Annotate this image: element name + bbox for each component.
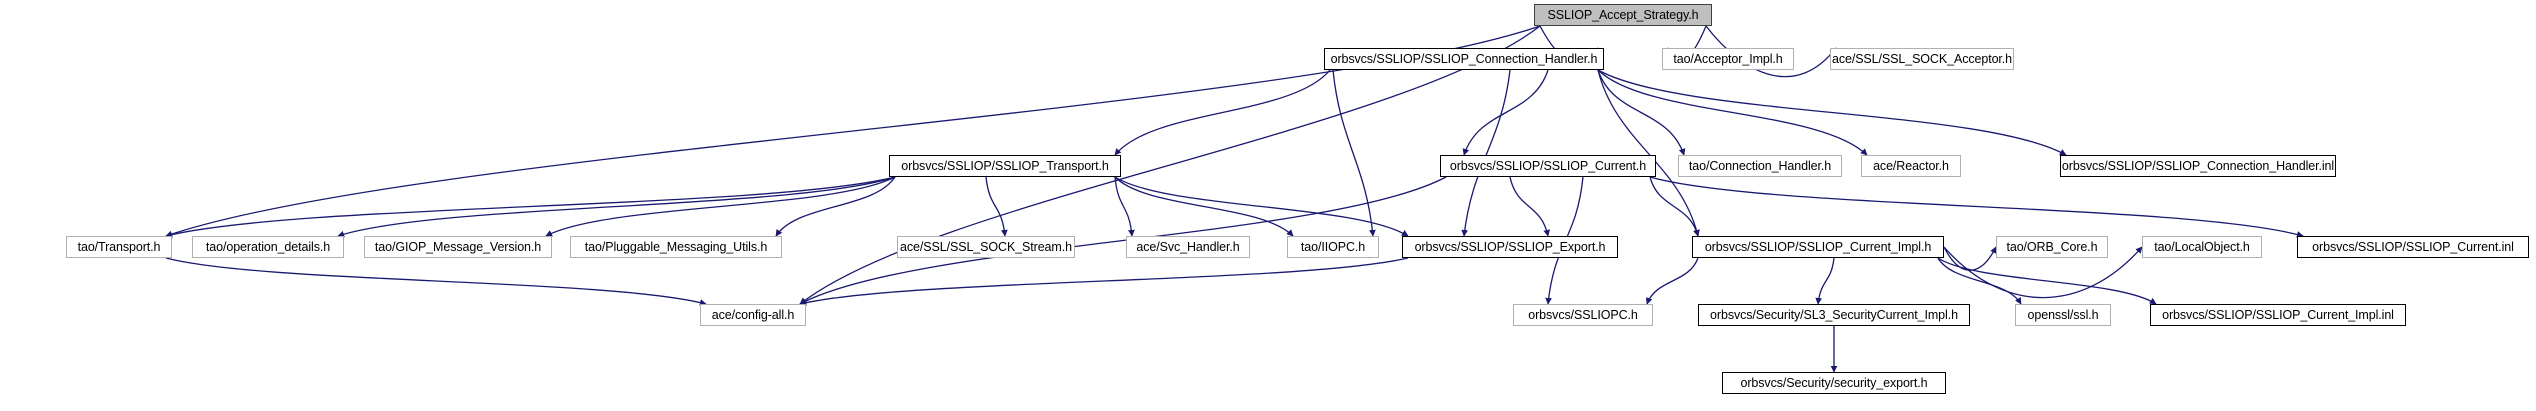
graph-edge: [165, 176, 896, 238]
graph-node-n6[interactable]: tao/Connection_Handler.h: [1678, 155, 1842, 177]
graph-node-n0[interactable]: SSLIOP_Accept_Strategy.h: [1534, 4, 1712, 26]
graph-node-n18[interactable]: tao/ORB_Core.h: [1996, 236, 2108, 258]
graph-node-n17[interactable]: orbsvcs/SSLIOP/SSLIOP_Current_Impl.h: [1692, 236, 1944, 258]
graph-edge: [1461, 69, 1511, 237]
graph-node-label: ace/Svc_Handler.h: [1136, 239, 1240, 254]
graph-edge: [985, 176, 1008, 237]
graph-edge: [1937, 257, 2157, 305]
graph-node-n21[interactable]: ace/config-all.h: [700, 304, 806, 326]
graph-node-n22[interactable]: orbsvcs/SSLIOPC.h: [1513, 304, 1653, 326]
graph-edge: [1943, 246, 2143, 299]
graph-node-label: tao/Pluggable_Messaging_Utils.h: [584, 239, 768, 254]
graph-edge: [1597, 69, 1700, 237]
graph-node-label: orbsvcs/SSLIOP/SSLIOP_Transport.h: [901, 158, 1109, 173]
graph-node-n2[interactable]: tao/Acceptor_Impl.h: [1662, 48, 1794, 70]
graph-edge: [1597, 69, 1868, 156]
graph-edge: [1332, 69, 1376, 237]
graph-edge: [1937, 257, 2022, 305]
graph-edge: [1649, 176, 2304, 238]
graph-node-label: orbsvcs/SSLIOP/SSLIOP_Connection_Handler…: [2061, 158, 2335, 173]
graph-edge: [1114, 69, 1331, 156]
graph-edge: [1597, 69, 2067, 156]
graph-node-n24[interactable]: openssl/ssl.h: [2015, 304, 2111, 326]
graph-edge: [799, 176, 1447, 305]
graph-node-n20[interactable]: orbsvcs/SSLIOP/SSLIOP_Current.inl: [2297, 236, 2529, 258]
graph-edge: [165, 257, 707, 306]
graph-edge: [1645, 257, 1699, 305]
graph-edge: [1943, 246, 1997, 271]
graph-node-label: tao/Transport.h: [77, 239, 161, 254]
graph-node-n16[interactable]: orbsvcs/SSLIOP/SSLIOP_Export.h: [1402, 236, 1618, 258]
graph-node-label: openssl/ssl.h: [2027, 307, 2099, 322]
graph-edge: [1114, 176, 1409, 237]
graph-node-n19[interactable]: tao/LocalObject.h: [2142, 236, 2262, 258]
graph-node-n14[interactable]: ace/Svc_Handler.h: [1126, 236, 1250, 258]
graph-edge: [545, 176, 896, 237]
graph-node-label: orbsvcs/SSLIOP/SSLIOP_Current_Impl.h: [1704, 239, 1932, 254]
graph-node-label: tao/Connection_Handler.h: [1688, 158, 1832, 173]
graph-node-label: tao/operation_details.h: [205, 239, 331, 254]
graph-node-label: orbsvcs/Security/SL3_SecurityCurrent_Imp…: [1710, 307, 1958, 322]
graph-edge: [337, 176, 896, 238]
graph-node-label: ace/SSL/SSL_SOCK_Acceptor.h: [1831, 51, 2013, 66]
graph-node-n25[interactable]: orbsvcs/SSLIOP/SSLIOP_Current_Impl.inl: [2150, 304, 2406, 326]
graph-node-label: orbsvcs/SSLIOP/SSLIOP_Current.inl: [2312, 239, 2514, 254]
graph-node-label: orbsvcs/SSLIOP/SSLIOP_Connection_Handler…: [1330, 51, 1598, 66]
graph-node-label: ace/config-all.h: [711, 307, 795, 322]
graph-node-label: tao/ORB_Core.h: [2006, 239, 2098, 254]
graph-node-n23[interactable]: orbsvcs/Security/SL3_SecurityCurrent_Imp…: [1698, 304, 1970, 326]
graph-node-label: ace/SSL/SSL_SOCK_Stream.h: [900, 239, 1072, 254]
graph-node-label: orbsvcs/Security/security_export.h: [1740, 375, 1928, 390]
graph-node-n9[interactable]: tao/Transport.h: [66, 236, 172, 258]
graph-node-n1[interactable]: orbsvcs/SSLIOP/SSLIOP_Connection_Handler…: [1324, 48, 1604, 70]
graph-edge: [1114, 176, 1135, 237]
graph-node-label: ace/Reactor.h: [1873, 158, 1949, 173]
graph-node-n3[interactable]: ace/SSL/SSL_SOCK_Acceptor.h: [1830, 48, 2014, 70]
graph-node-n10[interactable]: tao/operation_details.h: [192, 236, 344, 258]
graph-node-label: orbsvcs/SSLIOP/SSLIOP_Current_Impl.inl: [2162, 307, 2394, 322]
graph-node-n5[interactable]: orbsvcs/SSLIOP/SSLIOP_Current.h: [1440, 155, 1656, 177]
graph-node-label: SSLIOP_Accept_Strategy.h: [1547, 7, 1699, 22]
graph-edge: [775, 176, 896, 237]
graph-node-n8[interactable]: orbsvcs/SSLIOP/SSLIOP_Connection_Handler…: [2060, 155, 2336, 177]
graph-edge: [1462, 69, 1549, 156]
graph-node-label: tao/LocalObject.h: [2154, 239, 2250, 254]
graph-edge: [1705, 25, 1837, 78]
graph-edge: [1509, 176, 1551, 237]
graph-edge: [1649, 176, 1700, 237]
graph-node-label: tao/GIOP_Message_Version.h: [374, 239, 542, 254]
graph-edge: [1597, 69, 1686, 156]
graph-node-label: tao/IIOPC.h: [1300, 239, 1366, 254]
graph-node-label: orbsvcs/SSLIOP/SSLIOP_Current.h: [1449, 158, 1647, 173]
graph-node-n26[interactable]: orbsvcs/Security/security_export.h: [1722, 372, 1946, 394]
graph-node-n15[interactable]: tao/IIOPC.h: [1287, 236, 1379, 258]
graph-node-label: orbsvcs/SSLIOP/SSLIOP_Export.h: [1414, 239, 1606, 254]
graph-node-n11[interactable]: tao/GIOP_Message_Version.h: [364, 236, 552, 258]
graph-edge: [1815, 257, 1835, 305]
graph-node-label: orbsvcs/SSLIOPC.h: [1528, 307, 1638, 322]
graph-node-n13[interactable]: ace/SSL/SSL_SOCK_Stream.h: [897, 236, 1075, 258]
graph-node-n7[interactable]: ace/Reactor.h: [1861, 155, 1961, 177]
graph-edge: [799, 257, 1409, 306]
graph-node-n12[interactable]: tao/Pluggable_Messaging_Utils.h: [570, 236, 782, 258]
graph-node-label: tao/Acceptor_Impl.h: [1673, 51, 1783, 66]
graph-node-n4[interactable]: orbsvcs/SSLIOP/SSLIOP_Transport.h: [889, 155, 1121, 177]
graph-edge: [1114, 176, 1294, 237]
